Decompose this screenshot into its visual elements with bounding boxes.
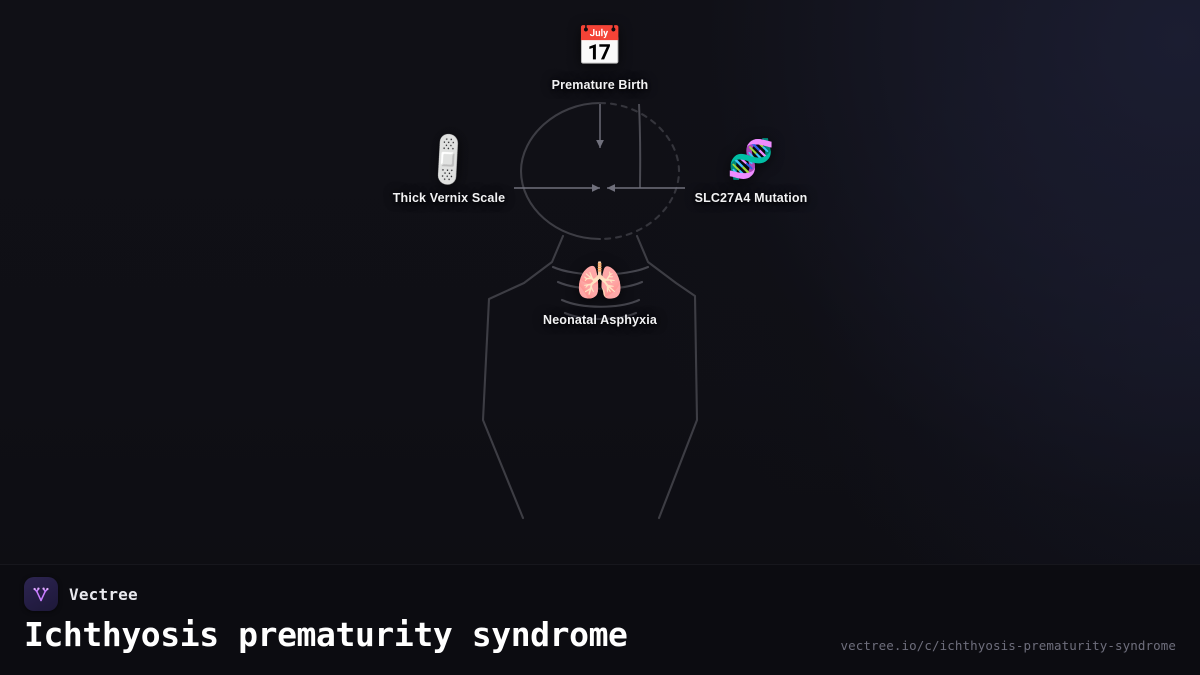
node-neonatal-asphyxia[interactable]: 🫁 Neonatal Asphyxia [485,259,715,327]
collar-curve-3 [560,298,641,308]
node-label: Neonatal Asphyxia [543,313,657,327]
dna-icon: 🧬 [727,139,775,181]
brand[interactable]: Vectree [24,577,138,611]
collar-curve-4 [563,311,638,320]
brand-name: Vectree [69,584,138,604]
connector-lines [514,103,685,192]
lungs-icon: 🫁 [576,261,624,303]
node-thick-vernix-scale[interactable]: 🩹 Thick Vernix Scale [334,129,564,205]
node-label: SLC27A4 Mutation [694,191,808,205]
connector-premature-curve [638,103,642,189]
adhesive-bandage-icon: 🩹 [417,128,481,192]
vectree-branch-logo-icon [24,577,58,611]
figure-outline [481,101,699,520]
node-label: Premature Birth [551,78,649,92]
calendar-icon: 📅 [576,26,624,68]
page-url: vectree.io/c/ichthyosis-prematurity-synd… [840,638,1176,653]
body-map-canvas[interactable] [0,0,1200,560]
footer-bar: Vectree Ichthyosis prematurity syndrome … [0,564,1200,675]
collar-curve-1 [551,265,650,276]
head-outline-right [598,101,681,241]
node-label: Thick Vernix Scale [392,191,506,205]
node-slc27a4-mutation[interactable]: 🧬 SLC27A4 Mutation [636,137,866,205]
torso-right [635,234,699,520]
page-title: Ichthyosis prematurity syndrome [24,615,628,654]
torso-left [481,234,565,520]
collar-curve-2 [556,280,644,290]
node-premature-birth[interactable]: 📅 Premature Birth [485,24,715,92]
head-outline-left [519,101,602,241]
